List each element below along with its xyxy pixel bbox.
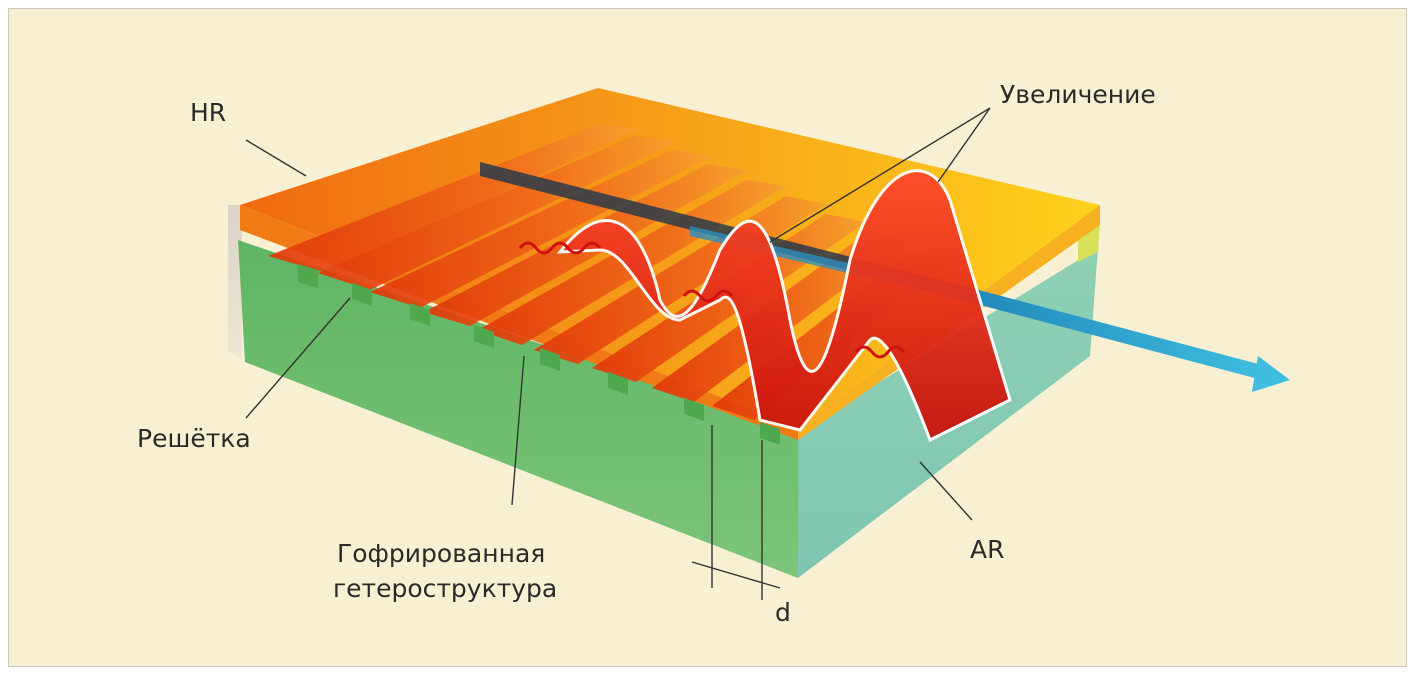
leader-ar: [919, 461, 973, 521]
side-strip: [1078, 222, 1100, 262]
substrate-front: [238, 240, 798, 578]
output-beam: [954, 284, 1266, 380]
standing-wave: [556, 169, 1012, 443]
label-period: d: [775, 598, 791, 627]
field-chains: [518, 241, 906, 359]
leader-hr: [245, 139, 307, 177]
label-grating: Решётка: [137, 424, 251, 453]
leader-magnification-2: [937, 107, 991, 183]
hr-facet: [228, 205, 242, 360]
leader-corrugated: [511, 355, 525, 506]
label-corrugated-line1: Гофрированная: [337, 539, 545, 568]
label-magnification: Увеличение: [1000, 80, 1156, 109]
output-beam-arrowhead: [1252, 356, 1290, 392]
label-corrugated-line2: гетероструктура: [333, 574, 557, 603]
grating-teeth: [298, 264, 780, 445]
leader-grating: [245, 297, 351, 419]
label-hr: HR: [190, 98, 226, 127]
label-ar: AR: [970, 535, 1004, 564]
leader-magnification-1: [769, 107, 991, 243]
period-dimension: [691, 561, 781, 589]
